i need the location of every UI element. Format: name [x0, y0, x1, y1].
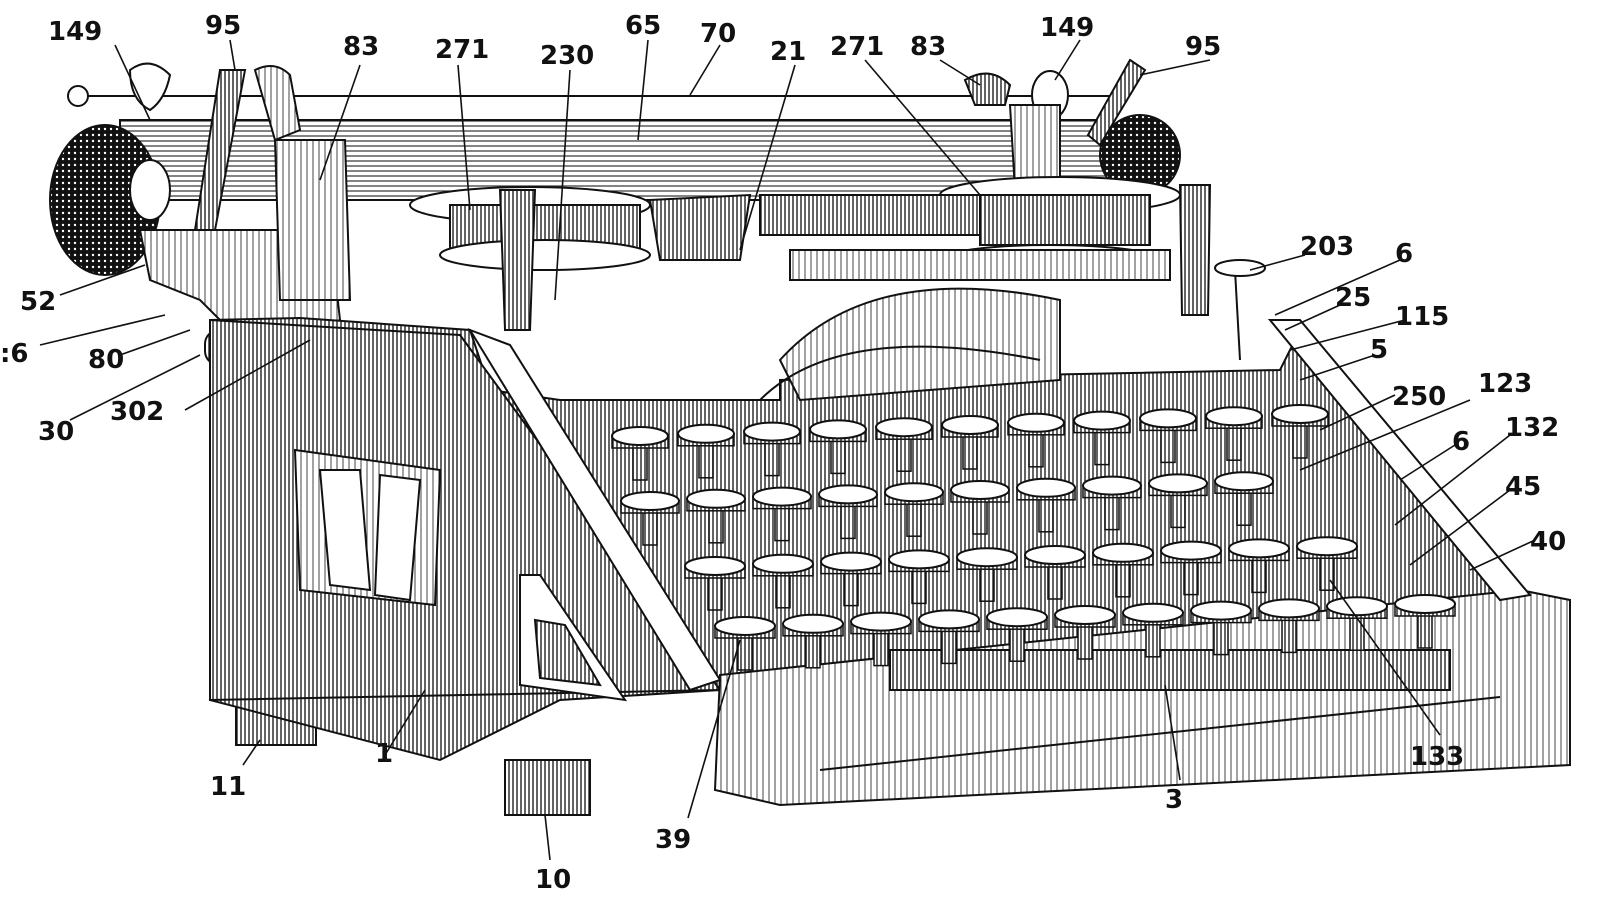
label-6-mid: 6 [1452, 427, 1470, 457]
label-40: 40 [1530, 527, 1566, 557]
key-cap [950, 480, 1010, 535]
label-10: 10 [535, 865, 571, 895]
key-cap [782, 613, 844, 669]
label-6-top: 6 [1395, 239, 1413, 269]
label-25: 25 [1335, 283, 1371, 313]
margin-release [1214, 259, 1266, 361]
key-cap [752, 553, 814, 609]
label-70: 70 [700, 19, 736, 49]
key-cap [1394, 594, 1456, 649]
label-95-left: 95 [205, 11, 241, 41]
key-cap [1190, 600, 1252, 656]
key-cap [620, 491, 680, 546]
key-cap [956, 547, 1018, 602]
key-cap [1016, 477, 1076, 533]
key-cap [941, 415, 999, 470]
carriage-right-mechanism [963, 58, 1147, 191]
key-cap [818, 484, 878, 540]
label-271-right: 271 [830, 32, 884, 62]
paper-bail [759, 194, 981, 236]
spool-post-left [498, 189, 537, 331]
label-5: 5 [1370, 335, 1388, 365]
key-cap [1160, 540, 1222, 596]
key-cap [1258, 598, 1320, 654]
label-80: 80 [88, 345, 124, 375]
typewriter-body [49, 58, 1571, 816]
key-cap [1092, 542, 1154, 598]
key-cap [918, 609, 980, 665]
key-cap [684, 556, 746, 611]
platen-knob-left [49, 124, 171, 276]
label-11: 11 [210, 772, 246, 802]
key-cap [1007, 412, 1065, 468]
key-cap [809, 419, 867, 475]
label-45: 45 [1505, 472, 1541, 502]
paper-rest [789, 249, 1171, 281]
key-cap [686, 488, 746, 544]
key-cap [884, 482, 944, 537]
label-39: 39 [655, 825, 691, 855]
label-149-left: 149 [48, 17, 102, 47]
label-133: 133 [1410, 742, 1464, 772]
label-149-right: 149 [1040, 13, 1094, 43]
key-cap [1205, 406, 1263, 461]
label-95-right: 95 [1185, 32, 1221, 62]
label-65: 65 [625, 11, 661, 41]
key-cap [1122, 602, 1184, 658]
label-203: 203 [1300, 232, 1354, 262]
key-cap [714, 616, 776, 671]
label-302: 302 [110, 397, 164, 427]
key-cap [743, 421, 801, 477]
label-132: 132 [1505, 413, 1559, 443]
key-cap [888, 549, 950, 605]
label-123: 123 [1478, 369, 1532, 399]
key-cap [1214, 471, 1274, 526]
key-cap [1326, 596, 1388, 651]
label-83-right: 83 [910, 32, 946, 62]
left-diagonal-rail [467, 328, 722, 692]
label-83-left: 83 [343, 32, 379, 62]
leader-lines [39, 39, 1536, 861]
label-250: 250 [1392, 382, 1446, 412]
label-30: 30 [38, 417, 74, 447]
key-cap [1139, 408, 1197, 464]
keyboard [611, 404, 1456, 671]
label-271-left: 271 [435, 35, 489, 65]
key-cap [1024, 545, 1086, 600]
key-cap [677, 423, 735, 479]
label-1: 1 [375, 739, 393, 769]
key-cap [820, 551, 882, 607]
label-52: 52 [20, 287, 56, 317]
key-cap [1271, 404, 1329, 459]
label-66: :6 [0, 339, 29, 369]
key-cap [1073, 410, 1131, 466]
key-cap [850, 611, 912, 667]
callout-labels: 149 95 83 271 230 65 70 21 271 83 149 95… [0, 11, 1566, 895]
type-basket [648, 193, 1061, 402]
label-230: 230 [540, 41, 594, 71]
key-cap [1148, 473, 1208, 529]
key-cap [1054, 605, 1116, 660]
key-cap [1228, 538, 1290, 594]
label-115: 115 [1395, 302, 1449, 332]
key-cap [611, 426, 669, 481]
key-cap [986, 607, 1048, 662]
key-cap [875, 417, 933, 472]
key-cap [1082, 475, 1142, 531]
key-cap [752, 486, 812, 542]
label-21: 21 [770, 37, 806, 67]
spool-post-right [1178, 184, 1212, 316]
label-3: 3 [1165, 785, 1183, 815]
foot-front-left [504, 759, 591, 816]
right-diagonal-rail [1267, 319, 1532, 602]
